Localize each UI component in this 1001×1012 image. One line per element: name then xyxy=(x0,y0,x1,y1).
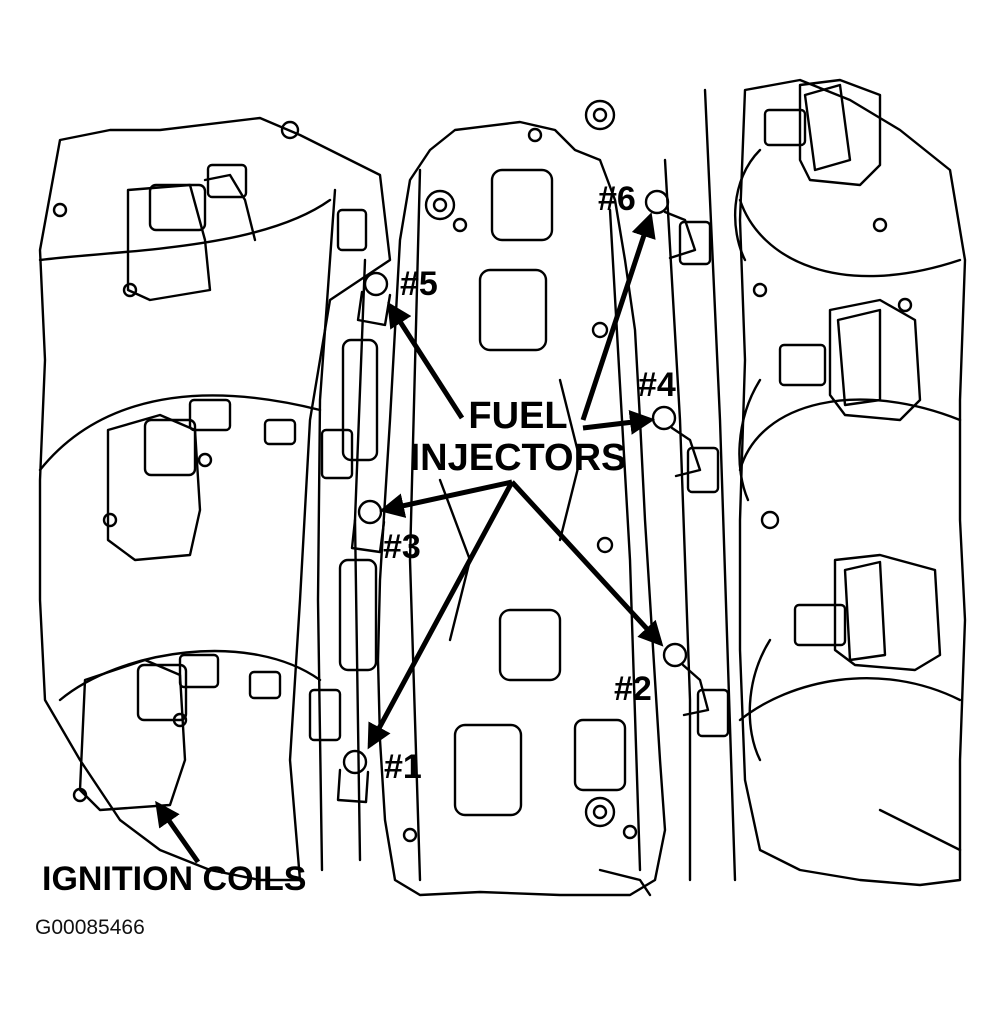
right-fuel-rail xyxy=(663,158,692,882)
fuel-injector-1 xyxy=(308,688,370,804)
arrow-to-injector-5 xyxy=(387,301,465,420)
leader-arrows xyxy=(155,212,664,864)
runner-port xyxy=(573,718,627,792)
injector-label-4: #4 xyxy=(638,366,676,404)
arrow-to-ignition-coil xyxy=(155,800,201,864)
injector-label-2: #2 xyxy=(614,670,652,708)
bolt xyxy=(584,796,616,828)
runner-port xyxy=(453,723,523,817)
arrow-to-injector-4 xyxy=(582,409,655,435)
arrow-to-injector-2 xyxy=(510,480,664,647)
runner-port xyxy=(478,268,548,352)
arrow-to-injector-1 xyxy=(367,480,515,750)
arrow-to-injector-3 xyxy=(379,479,513,518)
injector-label-3: #3 xyxy=(383,528,421,566)
arrow-to-injector-6 xyxy=(580,212,656,421)
figure-id: G00085466 xyxy=(35,916,145,939)
bolt xyxy=(424,189,456,221)
runner-port xyxy=(490,168,554,242)
fuel-injectors-label-line2: INJECTORS xyxy=(410,437,627,479)
ignition-coil xyxy=(106,398,297,562)
intake-manifold-outline xyxy=(376,120,667,897)
fuel-injectors-label-line1: FUEL xyxy=(468,395,567,437)
left-fuel-rail xyxy=(316,188,337,872)
labels: FUEL INJECTORS #5 #6 #4 #3 #2 #1 IGNITIO… xyxy=(42,180,676,898)
ignition-coil xyxy=(78,653,282,812)
ignition-coil xyxy=(793,553,942,672)
injector-label-5: #5 xyxy=(400,265,438,303)
right-valve-cover xyxy=(738,78,967,887)
ignition-coil xyxy=(126,163,257,302)
wiring-harness xyxy=(38,198,332,262)
bolt xyxy=(584,99,616,131)
injector-label-1: #1 xyxy=(384,748,422,786)
fuel-injector-3 xyxy=(320,428,386,554)
ignition-coil xyxy=(763,78,882,187)
fuel-injector-4 xyxy=(651,405,720,494)
runner-port xyxy=(498,608,562,682)
left-valve-cover xyxy=(38,116,392,882)
engine-line-art xyxy=(38,78,967,897)
ignition-coils-label: IGNITION COILS xyxy=(42,860,306,898)
fuel-injector-2 xyxy=(662,642,730,738)
injector-label-6: #6 xyxy=(598,180,636,218)
fuel-injector-6 xyxy=(644,189,712,266)
